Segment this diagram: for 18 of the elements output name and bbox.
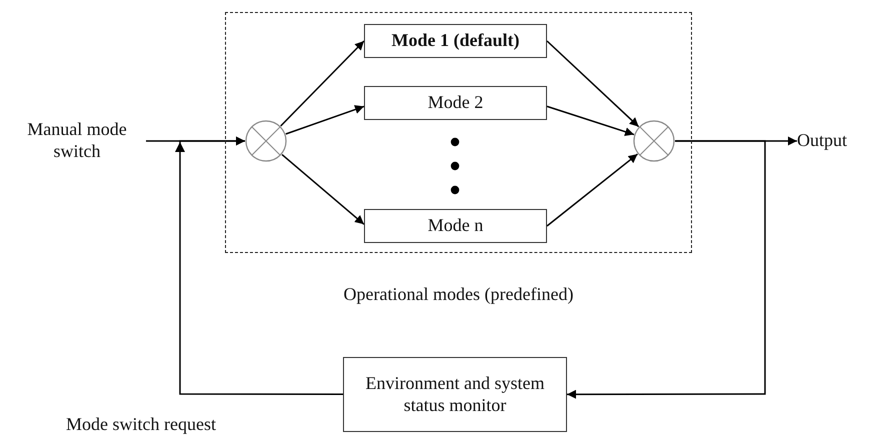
arrow	[546, 40, 640, 128]
arrow	[546, 153, 638, 227]
mode-box: Mode n	[364, 209, 547, 243]
input-label: Manual mode switch	[8, 111, 146, 171]
group-heading: Operational modes (predefined)	[342, 284, 574, 306]
monitor-box: Environment and system status monitor	[343, 357, 567, 432]
arrow	[286, 105, 364, 135]
output-label: Output	[797, 126, 869, 156]
arrow	[546, 106, 634, 136]
mode-box: Mode 1 (default)	[364, 24, 547, 58]
mode-box: Mode 2	[364, 86, 547, 120]
arrow	[280, 40, 365, 127]
summing-junction	[633, 120, 675, 162]
signal-label: Mode switch request	[66, 414, 216, 435]
summing-junction	[245, 120, 287, 162]
arrow	[282, 154, 364, 225]
arrow	[567, 140, 766, 399]
arrow	[175, 136, 343, 396]
